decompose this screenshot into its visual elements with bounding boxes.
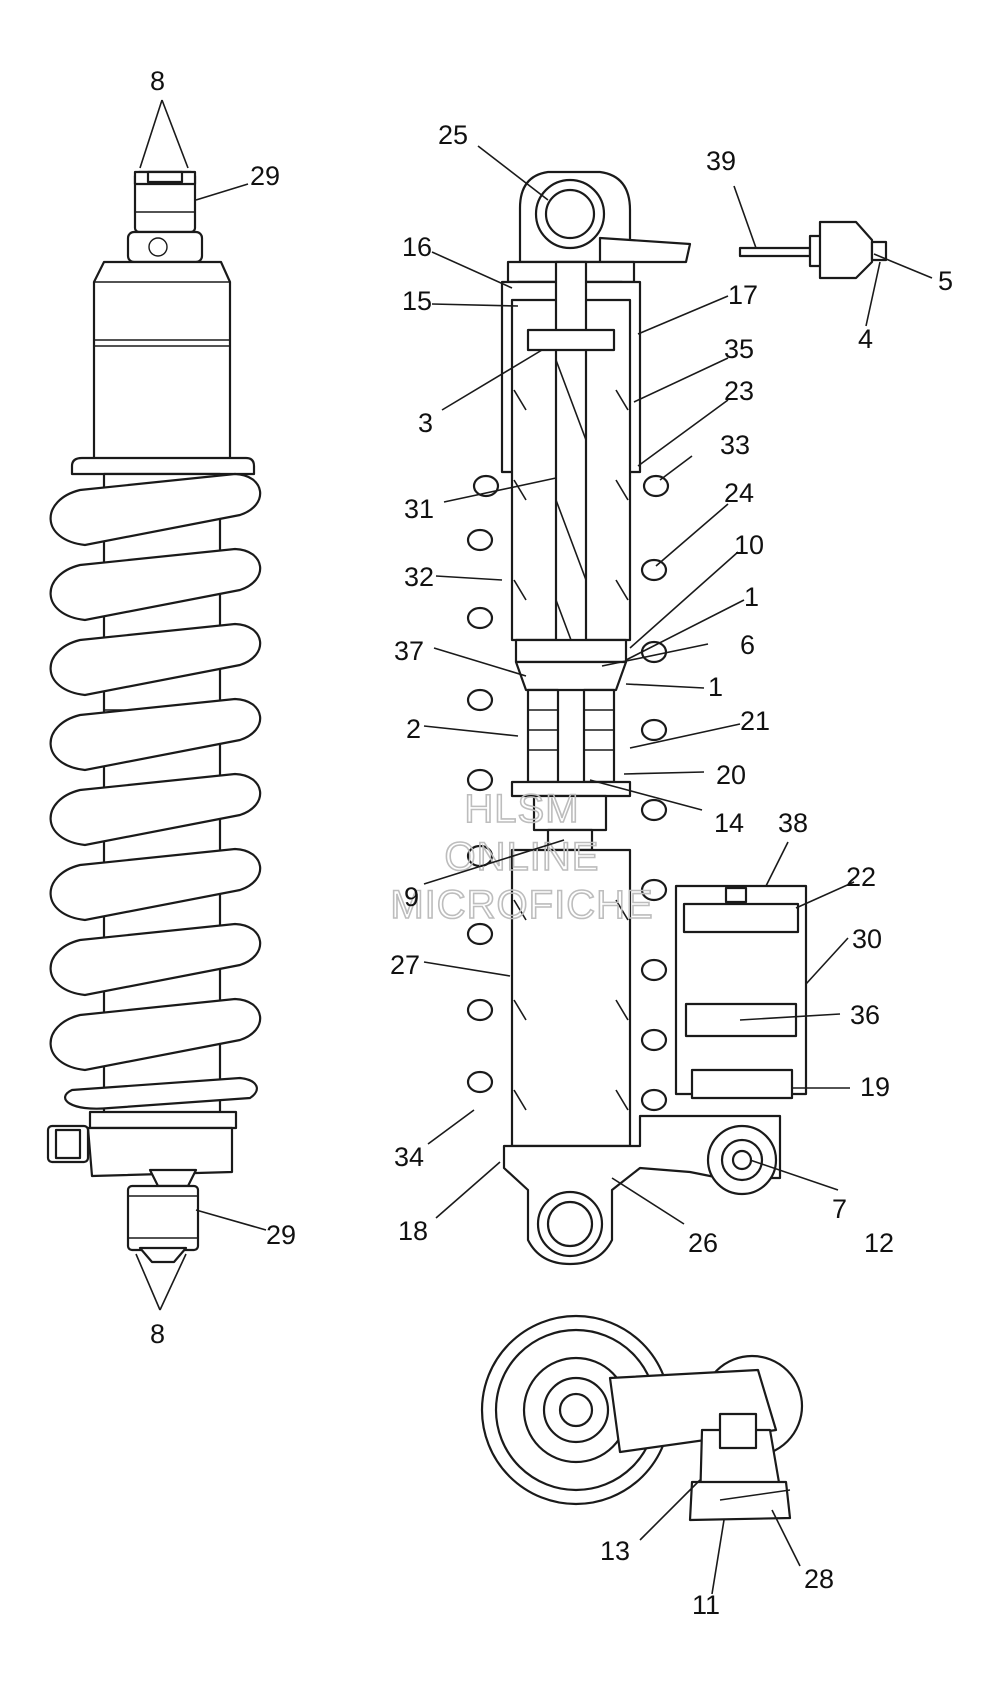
callout-19: 19 (860, 1072, 890, 1102)
callout-20: 20 (716, 760, 746, 790)
callout-16: 16 (402, 232, 432, 262)
callout-33: 33 (720, 430, 750, 460)
callout-9: 9 (404, 882, 419, 912)
callout-29-bottom: 29 (266, 1220, 296, 1250)
callout-34: 34 (394, 1142, 424, 1172)
callout-29-top: 29 (250, 161, 280, 191)
callout-32: 32 (404, 562, 434, 592)
callout-13: 13 (600, 1536, 630, 1566)
callout-24: 24 (724, 478, 754, 508)
callout-27: 27 (390, 950, 420, 980)
callout-17: 17 (728, 280, 758, 310)
callout-5: 5 (938, 266, 953, 296)
tube-hatching (513, 389, 629, 601)
callout-1-lower: 1 (708, 672, 723, 702)
callout-21: 21 (740, 706, 770, 736)
callout-4: 4 (858, 324, 873, 354)
callout-2: 2 (406, 714, 421, 744)
callout-10: 10 (734, 530, 764, 560)
callout-labels: 8 29 29 8 25 39 16 15 17 5 4 35 3 23 33 … (150, 66, 953, 1620)
callout-31: 31 (404, 494, 434, 524)
callout-38: 38 (778, 808, 808, 838)
callout-11: 11 (692, 1590, 720, 1620)
svg-text:HLSM: HLSM (464, 787, 579, 831)
shock-cross-section (466, 170, 888, 1266)
callout-30: 30 (852, 924, 882, 954)
callout-25: 25 (438, 120, 468, 150)
callout-3: 3 (418, 408, 433, 438)
coil-spring-sections (466, 474, 670, 1112)
callout-6: 6 (740, 630, 755, 660)
callout-7: 7 (832, 1194, 847, 1224)
callout-23: 23 (724, 376, 754, 406)
callout-37: 37 (394, 636, 424, 666)
shock-end-view (480, 1314, 804, 1522)
callout-35: 35 (724, 334, 754, 364)
shock-external-view (46, 170, 262, 1264)
callout-18: 18 (398, 1216, 428, 1246)
callout-14: 14 (714, 808, 744, 838)
callout-8-bottom: 8 (150, 1319, 165, 1349)
callout-12: 12 (864, 1228, 894, 1258)
callout-28: 28 (804, 1564, 834, 1594)
callout-26: 26 (688, 1228, 718, 1258)
callout-1-upper: 1 (744, 582, 759, 612)
callout-15: 15 (402, 286, 432, 316)
callout-39: 39 (706, 146, 736, 176)
leader-lines (135, 99, 933, 1595)
coil-spring-left (49, 472, 262, 1110)
callout-22: 22 (846, 862, 876, 892)
callout-36: 36 (850, 1000, 880, 1030)
callout-8-top: 8 (150, 66, 165, 96)
svg-text:ONLINE: ONLINE (445, 835, 600, 879)
svg-text:MICROFICHE: MICROFICHE (390, 883, 653, 927)
watermark: HLSM ONLINE MICROFICHE (390, 786, 654, 928)
